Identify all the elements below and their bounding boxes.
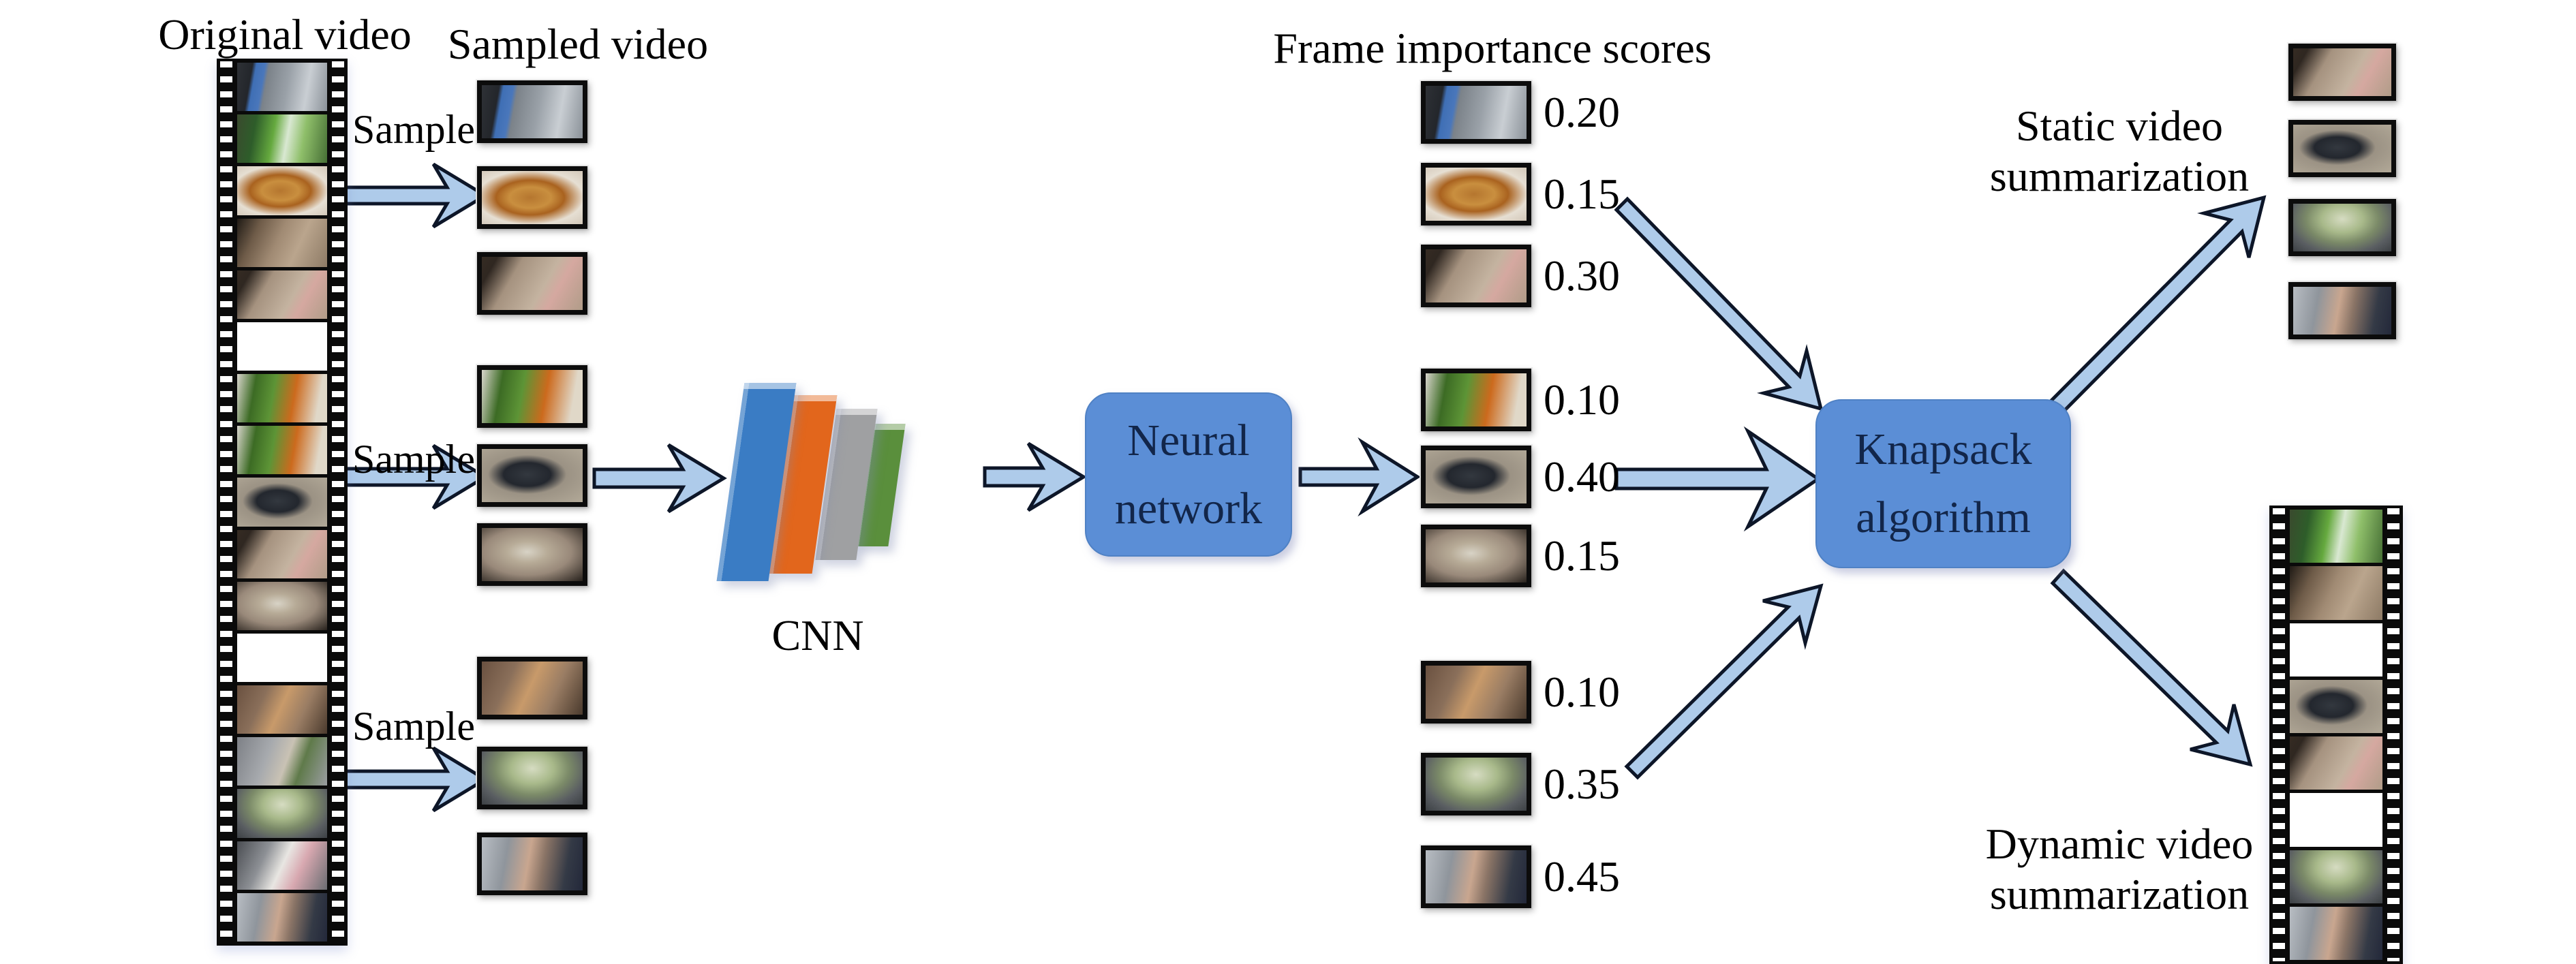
score-value: 0.10 [1544,668,1620,716]
film-frame-pigeon [2290,679,2382,733]
film-frame-pigeon [237,478,327,527]
sampled-frame-car-snack [477,657,587,719]
sample-arrow-1 [342,162,489,229]
film-frame-cup [237,581,327,630]
dynamic-summary-line1: Dynamic video [1985,820,2254,868]
sampled-frame-burger [477,166,587,229]
arrow-cnn-to-nn [983,441,1087,512]
dynamic-summary-film-strip [2269,506,2403,964]
film-frame-green-bundle [237,789,327,838]
original-film-strip [217,59,348,946]
score-frame-street [1421,81,1531,144]
film-frame-bird-feed [237,529,327,578]
score-frame-pigeon [1421,446,1531,508]
knapsack-algorithm-box: Knapsack algorithm [1815,399,2071,568]
score-frame-burger [1421,163,1531,226]
dynamic-summary-line2: summarization [1989,870,2250,919]
neural-network-line2: network [1114,483,1263,533]
arrow-to-cnn [592,443,727,514]
score-value: 0.15 [1544,531,1620,580]
film-frame-hand-food [2290,566,2382,620]
score-frame-green-bundle [1421,753,1531,815]
dynamic-summary-label: Dynamic video summarization [1963,819,2276,920]
film-sprocket-rail [220,61,232,943]
sample-label-3: Sample [352,704,475,749]
arrow-scores-mid-to-knapsack [1614,426,1822,532]
score-value: 0.10 [1544,375,1620,424]
film-frame-bird-feed [237,270,327,319]
film-sprocket-rail [332,61,344,943]
film-blank-slot [237,633,327,683]
static-summary-frame-bird-feed [2288,44,2396,101]
film-frame-bird-feed [2290,736,2382,790]
knapsack-line1: Knapsack [1854,424,2032,474]
film-frame-street [237,63,327,112]
film-frame-green-bundle [2290,850,2382,903]
static-summary-line2: summarization [1989,152,2250,201]
film-frame-burger [237,166,327,215]
static-summary-frame-green-bundle [2288,199,2396,256]
arrow-knapsack-to-dynamic [2050,568,2253,767]
film-frame-hand-food [237,218,327,267]
film-frame-sandwich [237,374,327,423]
arrow-scores-top-to-knapsack [1614,196,1824,411]
arrow-nn-to-scores [1298,437,1421,517]
static-summary-label: Static video summarization [1963,101,2276,202]
static-summary-frame-street-person [2288,282,2396,339]
film-sprocket-rail [2387,508,2399,961]
sample-arrow-2 [342,444,489,510]
arrow-scores-bottom-to-knapsack [1624,583,1824,780]
frame-scores-title: Frame importance scores [1273,24,1712,72]
sampled-frame-street [477,80,587,143]
arrow-knapsack-to-static [2048,195,2267,415]
film-blank-slot [2290,623,2382,677]
sampled-frame-green-bundle [477,747,587,809]
film-sprocket-rail [2273,508,2285,961]
sampled-frame-pigeon [477,444,587,507]
film-frame-sandwich [237,426,327,475]
score-value: 0.35 [1544,760,1620,808]
film-frame-street-person [237,892,327,942]
static-summary-frame-pigeon [2288,120,2396,177]
score-value: 0.30 [1544,251,1620,300]
film-frame-storefront [237,114,327,164]
sample-label-2: Sample [352,437,475,482]
score-frame-cup [1421,525,1531,587]
sampled-frame-street-person [477,833,587,895]
film-frame-peeling [237,737,327,786]
neural-network-box: Neural network [1085,392,1292,557]
score-frame-sandwich [1421,369,1531,431]
film-frame-storefront [2290,510,2382,563]
score-value: 0.40 [1544,452,1620,501]
sample-label-1: Sample [352,107,475,152]
sampled-frame-cup [477,523,587,586]
sampled-frame-bird-feed [477,252,587,315]
score-value: 0.15 [1544,170,1620,218]
sample-arrow-3 [342,746,489,813]
film-frame-car-snack [237,685,327,734]
film-blank-slot [2290,793,2382,847]
score-value: 0.20 [1544,88,1620,136]
sampled-frame-sandwich [477,365,587,428]
film-blank-slot [237,322,327,371]
score-frame-car-snack [1421,661,1531,724]
score-frame-bird-feed [1421,245,1531,307]
cnn-label: CNN [771,611,864,659]
neural-network-line1: Neural [1127,415,1250,465]
original-video-label: Original video [158,10,412,59]
knapsack-line2: algorithm [1856,493,2031,542]
film-frame-white-bird [237,841,327,890]
score-value: 0.45 [1544,852,1620,901]
static-summary-line1: Static video [2016,102,2223,150]
sampled-video-label: Sampled video [447,20,709,68]
score-frame-street-person [1421,845,1531,908]
film-frame-street-person [2290,906,2382,960]
